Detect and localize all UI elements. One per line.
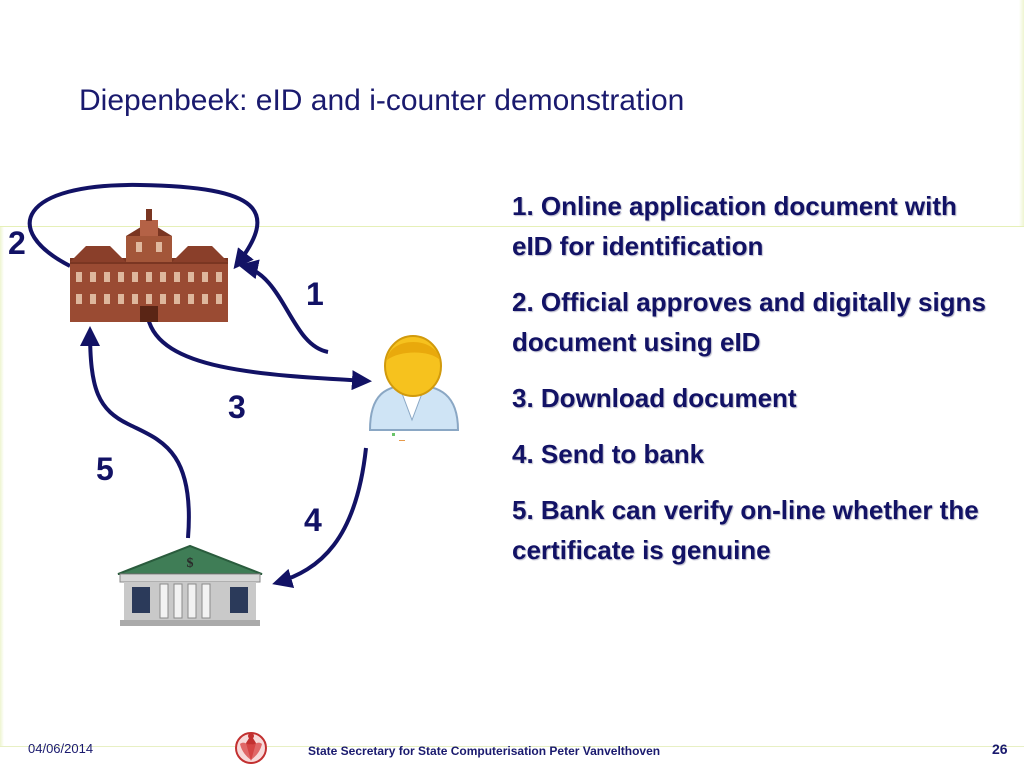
diagram-label-4: 4 [304,502,322,538]
step-1: 1. Online application document with eID … [512,191,957,261]
arrow-2 [27,182,260,270]
slide-title: Diepenbeek: eID and i-counter demonstrat… [79,84,685,117]
bank-icon: $ [117,544,263,626]
steps-list: 1. Online application document with eID … [512,186,992,586]
right-edge-decoration [1019,0,1024,226]
left-edge-decoration [0,227,4,747]
step-5: 5. Bank can verify on-line whether the c… [512,495,979,565]
process-diagram: $ 2 1 3 5 4 [8,182,460,626]
top-divider [0,226,1024,227]
coat-of-arms-icon [235,732,267,764]
diagram-label-2: 2 [8,225,26,261]
arrow-4 [272,447,368,589]
svg-text:$: $ [187,556,194,571]
footer-divider [0,746,1024,747]
diagram-label-5: 5 [96,451,114,487]
footer-date: 04/06/2014 [28,741,94,756]
town-hall-icon [70,209,228,322]
diagram-label-3: 3 [228,389,246,425]
step-2: 2. Official approves and digitally signs… [512,287,986,357]
page-number: 26 [992,741,1008,757]
arrow-1 [238,259,329,354]
diagram-label-1: 1 [306,276,324,312]
step-3: 3. Download document [512,383,797,413]
arrow-3 [146,317,372,391]
footer-text: State Secretary for State Computerisatio… [308,744,661,758]
citizen-icon [368,335,460,441]
arrow-5 [80,326,191,539]
step-4: 4. Send to bank [512,439,705,469]
